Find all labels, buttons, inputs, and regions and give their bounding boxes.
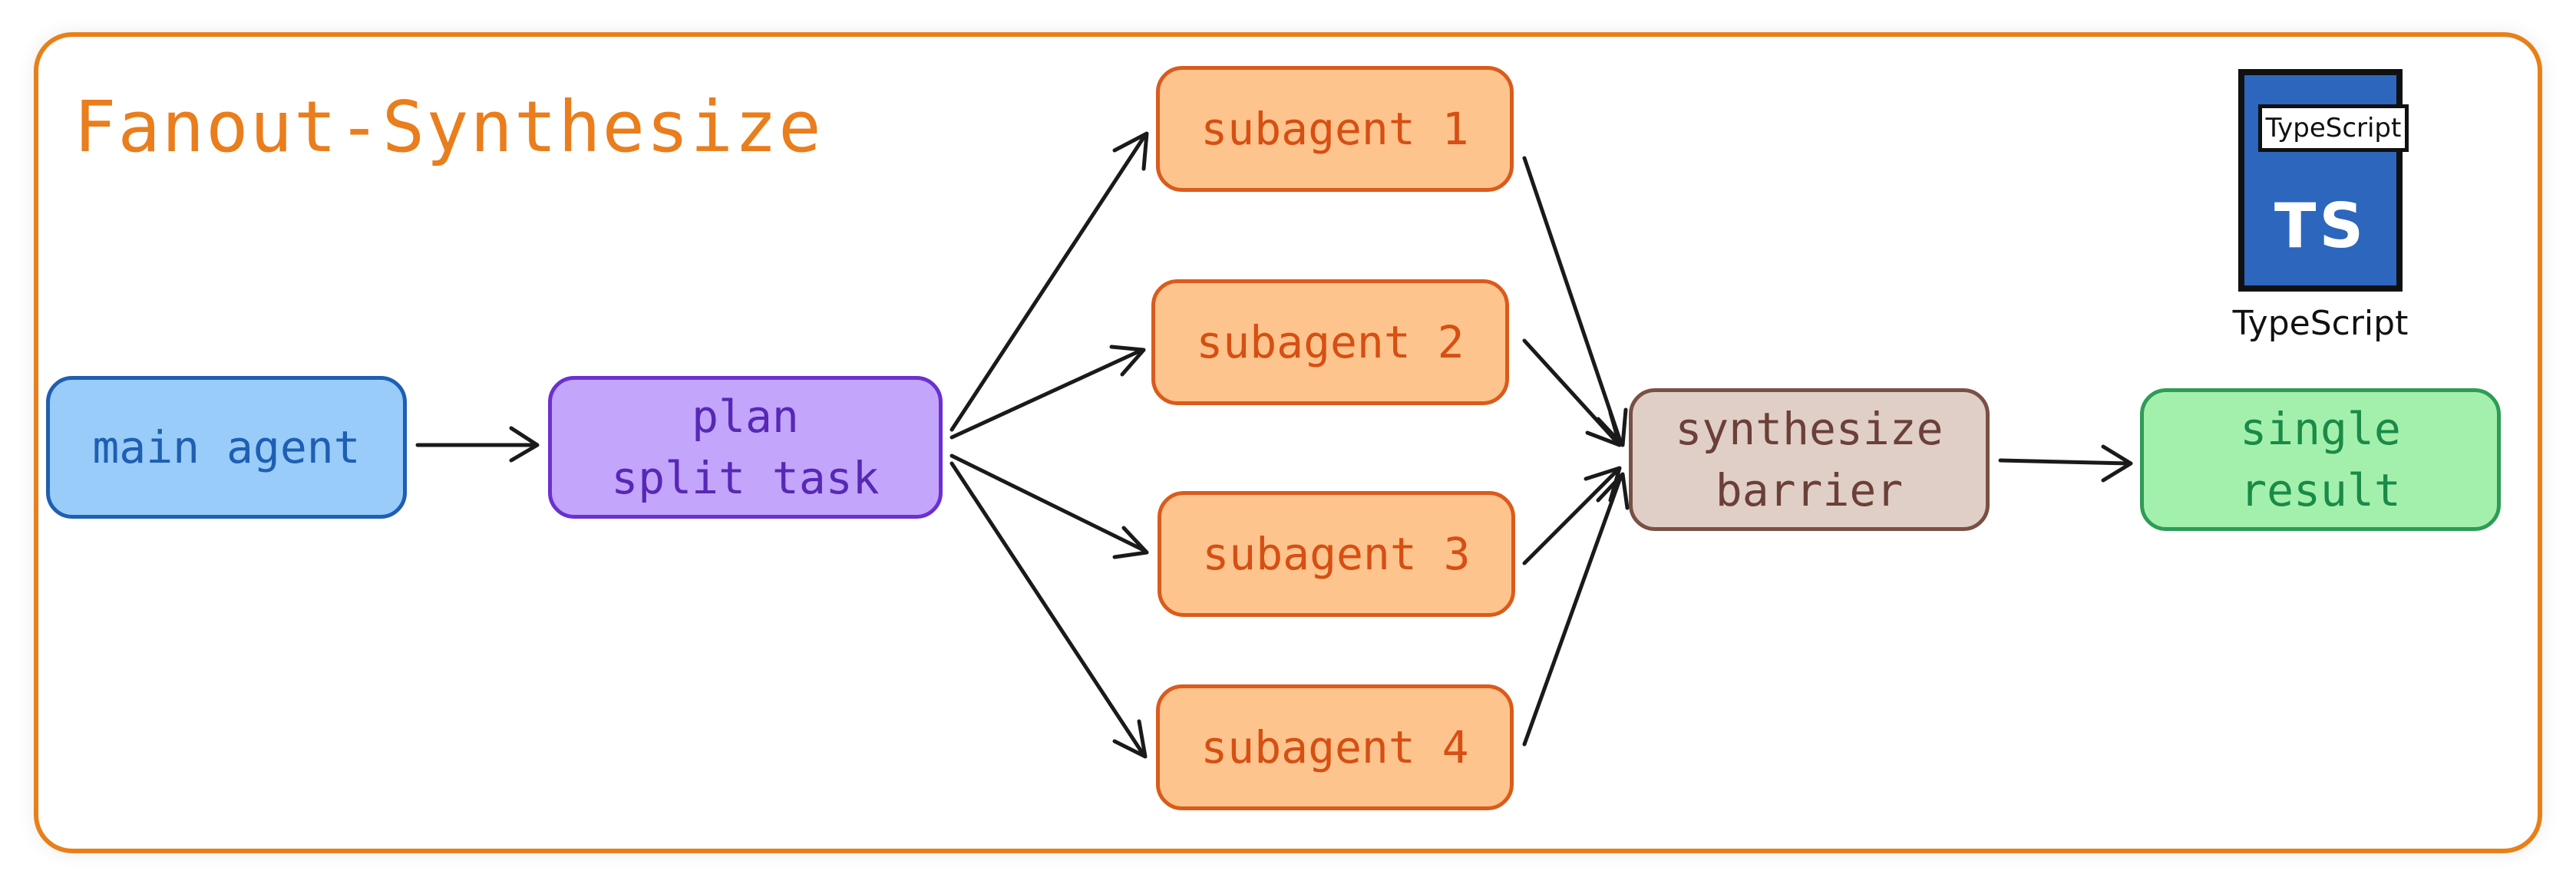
node-subagent-2-label: subagent 2	[1196, 316, 1465, 368]
node-main-agent-label: main agent	[92, 421, 361, 473]
typescript-logo-caption: TypeScript	[2232, 304, 2409, 343]
node-single-result: single result	[2140, 388, 2501, 531]
node-result-label-line2: result	[2240, 464, 2401, 516]
node-subagent-3: subagent 3	[1158, 491, 1515, 617]
diagram-title: Fanout-Synthesize	[74, 86, 823, 168]
node-result-label-line1: single	[2240, 403, 2401, 455]
typescript-logo-label: TypeScript	[2258, 104, 2409, 152]
node-plan-label-line1: plan	[692, 391, 799, 443]
node-plan-label-line2: split task	[611, 452, 880, 504]
node-plan-split-task: plan split task	[548, 376, 943, 519]
node-synthesize-label-line2: barrier	[1715, 464, 1904, 516]
typescript-logo-mark: TS	[2274, 190, 2367, 262]
typescript-logo-icon: TypeScript TS	[2238, 69, 2409, 292]
node-synthesize-label-line1: synthesize	[1675, 403, 1944, 455]
node-subagent-1-label: subagent 1	[1200, 103, 1469, 155]
node-subagent-3-label: subagent 3	[1202, 528, 1471, 580]
node-synthesize-barrier: synthesize barrier	[1629, 388, 1990, 531]
node-subagent-4-label: subagent 4	[1200, 721, 1469, 773]
node-main-agent: main agent	[46, 376, 407, 519]
node-subagent-1: subagent 1	[1156, 66, 1514, 192]
node-subagent-4: subagent 4	[1156, 684, 1514, 810]
node-subagent-2: subagent 2	[1151, 279, 1509, 405]
